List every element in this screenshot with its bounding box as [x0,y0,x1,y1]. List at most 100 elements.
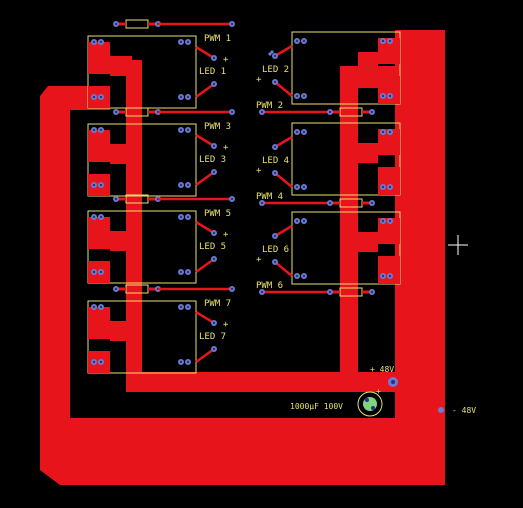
pad-top-left-b-hole [99,40,103,44]
pad-bottom-left-b-hole [99,360,103,364]
pad-top-right-b-hole [186,305,190,309]
module-outline [291,211,401,285]
gate-resistor-pad-right-hole [370,110,374,114]
led-trace-bottom [274,261,293,277]
plus48-rail [126,372,398,392]
copper-pad-bottom [378,256,400,284]
copper-pad-top [88,42,110,74]
pwm-label: PWM 1 [204,34,231,44]
led-trace-bottom [195,170,215,187]
pad-top-right-b-hole [186,215,190,219]
pad-top-left-b-hole [99,215,103,219]
led-label: LED 4 [262,156,289,166]
led-trace-top [274,44,293,58]
led-anode-pad-hole [212,321,216,325]
pad-top-right-b-hole [186,40,190,44]
led-module-right-6: LED 6+ PWM 6 [256,211,401,297]
pad-bottom-right-a-hole [179,95,183,99]
pwm-pad-hole [230,287,234,291]
pad-top-left-b-hole [302,39,306,43]
led-anode-pad-hole [212,56,216,60]
pad-bottom-right-b-hole [388,94,392,98]
pad-top-left-a-hole [92,215,96,219]
copper-pad-bottom [378,167,400,195]
pwm-label: PWM 5 [204,209,231,219]
gate-resistor-pad-left-hole [328,290,332,294]
pad-top-right-b-hole [186,128,190,132]
pad-bottom-right-a-hole [381,185,385,189]
capacitor-label: 1000µF 100V [290,402,343,411]
led-trace-bottom [274,81,293,97]
pad-top-right-a-hole [179,215,183,219]
led-label: LED 6 [262,245,289,255]
plus48-pad-hole [391,380,395,384]
led-anode-pad-hole [212,231,216,235]
pad-bottom-left-a-hole [295,185,299,189]
pad-top-right-b-hole [388,130,392,134]
led-module-left-1: PWM 1+LED 1 [87,19,235,109]
pad-bottom-right-a-hole [381,274,385,278]
led-cathode-pad-hole [212,257,216,261]
led-cathode-pad-hole [212,347,216,351]
pad-bottom-right-a-hole [179,360,183,364]
led-label: LED 3 [199,155,226,165]
pad-top-right-a-hole [381,39,385,43]
module-outline [291,31,401,105]
plus-label: + [223,143,229,153]
pad-top-right-a-hole [179,128,183,132]
led-module-right-4: LED 4+PWM 4 [256,122,401,208]
copper-layer [40,30,445,485]
right-feed-trace [340,66,358,386]
left-feed-trace [126,60,142,386]
copper-pad-top [88,217,110,249]
copper-link [110,231,132,251]
copper-pad-top [378,129,400,155]
led-module-left-2: PWM 3+LED 3 [87,107,235,197]
pad-top-left-a-hole [295,39,299,43]
pad-top-right-a-hole [179,40,183,44]
capacitor-plus: + [376,387,381,396]
pwm-label: PWM 6 [256,281,283,291]
pad-bottom-left-a-hole [295,94,299,98]
pad-bottom-right-b-hole [388,274,392,278]
pad-bottom-left-b-hole [302,274,306,278]
led-label: LED 2 [262,65,289,75]
plus48-label: + 48V [370,365,394,374]
copper-link [110,321,132,341]
pwm-pad-hole [230,197,234,201]
pad-bottom-left-b-hole [302,94,306,98]
module-outline [291,122,401,196]
led-anode-pad-hole [273,54,277,58]
pad-top-right-b-hole [388,219,392,223]
led-cathode-pad-hole [273,80,277,84]
copper-pad-bottom [378,76,400,104]
copper-pad-top [88,307,110,339]
pwm-label: PWM 2 [256,101,283,111]
pad-bottom-left-b-hole [302,185,306,189]
led-trace-top [195,133,215,148]
pwm-label: PWM 4 [256,192,283,202]
pad-bottom-right-b-hole [186,95,190,99]
pad-top-left-b-hole [302,219,306,223]
pad-top-left-a-hole [92,305,96,309]
pad-bottom-left-a-hole [92,360,96,364]
plus-label: + [256,255,262,265]
pwm-pad-hole [230,22,234,26]
plus-label: + [256,75,262,85]
pwm-pad-hole [260,201,264,205]
minus48-label: - 48V [452,406,476,415]
led-cathode-pad-hole [273,260,277,264]
pad-bottom-right-b-hole [186,183,190,187]
power-connector: + 48V - 48V [370,365,476,415]
pad-top-left-b-hole [99,128,103,132]
pad-top-right-a-hole [381,130,385,134]
led-trace-bottom [274,172,293,188]
crosshair-cursor-icon [448,235,468,255]
pad-bottom-left-a-hole [92,270,96,274]
pwm-pad-hole [230,110,234,114]
pad-bottom-right-a-hole [381,94,385,98]
copper-link [358,143,378,163]
pad-bottom-left-b-hole [99,183,103,187]
